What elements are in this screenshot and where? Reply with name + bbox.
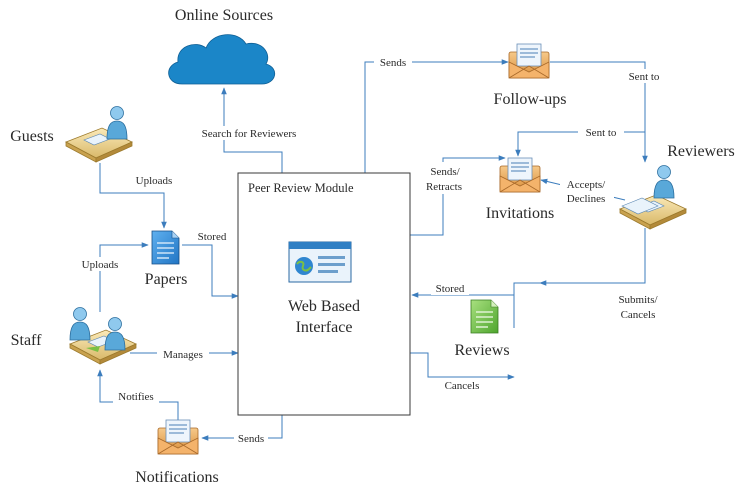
follow-ups-label: Follow-ups	[494, 91, 567, 108]
reviews-node: Reviews	[454, 299, 510, 359]
label-submits-cancels-1: Submits/	[618, 294, 658, 306]
edge-search-for-reviewers	[221, 87, 283, 173]
label-sends-followups: Sends	[380, 57, 406, 69]
label-submits-cancels-2: Cancels	[621, 309, 656, 321]
online-sources-node: Online Sources	[168, 7, 275, 85]
invitations-label: Invitations	[486, 205, 554, 222]
label-accepts-declines-2: Declines	[567, 193, 605, 205]
online-sources-label: Online Sources	[175, 7, 273, 24]
notifications-label: Notifications	[135, 469, 219, 486]
edge-staff-uploads	[99, 242, 149, 312]
label-stored-papers: Stored	[198, 231, 227, 243]
module-inner-line2: Interface	[296, 319, 353, 336]
envelope-letter-icon	[508, 43, 550, 79]
edge-sent-to-reviewers	[550, 61, 648, 163]
person-at-desk-icon	[65, 106, 133, 163]
label-accepts-declines-1: Accepts/	[567, 179, 606, 191]
label-sent-to-invitations: Sent to	[586, 127, 617, 139]
edge-sends-notifications	[201, 415, 283, 441]
label-manages: Manages	[163, 349, 203, 361]
label-sends-retracts-2: Retracts	[426, 181, 462, 193]
envelope-letter-icon	[499, 157, 541, 193]
guests-node: Guests	[10, 106, 133, 163]
person-at-desk-icon	[619, 165, 687, 230]
reviewers-node: Reviewers	[619, 143, 735, 230]
edge-papers-stored	[182, 244, 239, 299]
document-icon	[151, 230, 180, 265]
reviews-label: Reviews	[454, 342, 509, 359]
label-uploads-guests: Uploads	[136, 175, 173, 187]
label-sends-retracts-1: Sends/	[430, 166, 460, 178]
edge-labels: Search for Reviewers Uploads Uploads Sto…	[76, 55, 667, 445]
label-notifies: Notifies	[118, 391, 153, 403]
invitations-node: Invitations	[486, 157, 554, 222]
notifications-node: Notifications	[135, 419, 219, 486]
two-people-at-desk-icon	[69, 307, 137, 365]
label-cancels: Cancels	[445, 380, 480, 392]
papers-node: Papers	[145, 230, 188, 288]
label-stored-reviews: Stored	[436, 283, 465, 295]
label-sends-notifications: Sends	[238, 433, 264, 445]
cloud-icon	[168, 34, 275, 85]
web-page-icon	[288, 241, 352, 283]
module-inner-line1: Web Based	[288, 298, 360, 315]
module-title: Peer Review Module	[248, 181, 354, 195]
peer-review-module: Peer Review Module Web Based Interface	[237, 172, 411, 416]
label-search-for-reviewers: Search for Reviewers	[202, 128, 297, 140]
staff-label: Staff	[11, 332, 42, 349]
edge-cancels	[410, 352, 515, 380]
reviewers-label: Reviewers	[667, 143, 735, 160]
envelope-letter-icon	[157, 419, 199, 455]
staff-node: Staff	[11, 307, 137, 365]
edge-sends-retracts	[410, 155, 506, 236]
papers-label: Papers	[145, 271, 188, 288]
label-uploads-staff: Uploads	[82, 259, 119, 271]
document-icon	[470, 299, 499, 334]
edge-submits-cancels	[539, 228, 646, 286]
edge-sends-followups	[364, 59, 509, 173]
label-sent-to-followups: Sent to	[629, 71, 660, 83]
follow-ups-node: Follow-ups	[494, 43, 567, 108]
edge-guests-uploads	[99, 163, 167, 229]
guests-label: Guests	[10, 128, 54, 145]
